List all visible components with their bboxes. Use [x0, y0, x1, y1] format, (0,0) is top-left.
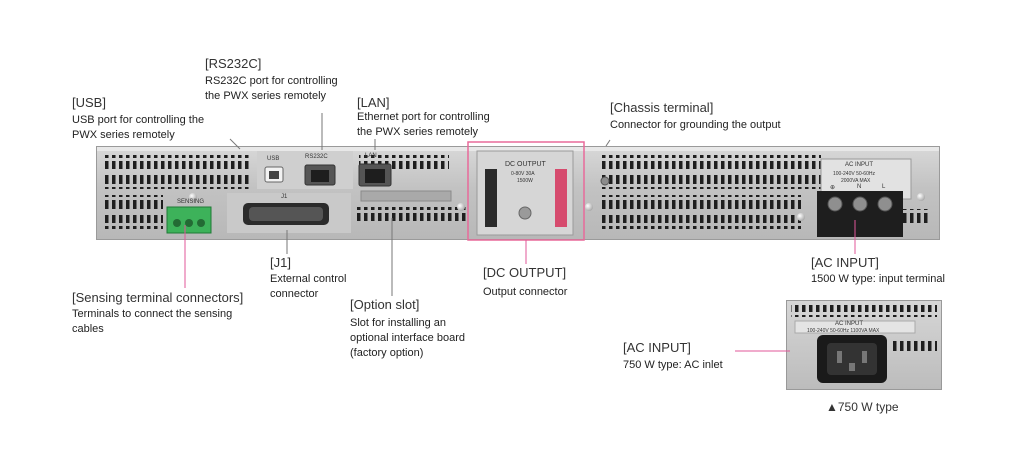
vent-slots — [599, 215, 801, 229]
vent-slots — [357, 207, 469, 221]
mounting-screw — [189, 193, 197, 201]
j1-desc: External control connector — [270, 273, 347, 300]
ac-terminal-screw — [827, 196, 843, 212]
ac-terminal-label-ground: ⊕ — [830, 185, 836, 191]
rs232c-desc: RS232C port for controlling the PWX seri… — [205, 75, 338, 102]
sensing-title: [Sensing terminal connectors] — [72, 290, 244, 305]
inlet-label-plate — [794, 320, 916, 334]
chassis-terminal-title: [Chassis terminal] — [610, 100, 714, 115]
sensing-screw — [185, 219, 193, 227]
dc-output-rating: 0-80V 30A — [511, 171, 535, 177]
j1-connector-label: J1 — [281, 194, 288, 200]
ac-input-1500-title: [AC INPUT] — [811, 255, 879, 270]
iec-pin — [862, 351, 867, 363]
ac-input-750-title: [AC INPUT] — [623, 340, 691, 355]
chassis-terminal-leader — [605, 139, 611, 147]
figure-caption: ▲750 W type — [826, 400, 899, 414]
dc-output-type: 1500W — [517, 178, 533, 184]
ac-input-panel-label: AC INPUT — [845, 162, 874, 168]
vent-slots — [599, 195, 801, 209]
usb-port-label: USB — [267, 156, 280, 162]
lan-title: [LAN] — [357, 95, 390, 110]
dc-output-panel-label: DC OUTPUT — [505, 161, 546, 168]
lan-port-label: LAN — [365, 153, 377, 159]
vent-slots — [103, 215, 163, 229]
vent-slots — [893, 341, 937, 353]
ac-inlet-graphic — [791, 305, 937, 383]
ac-terminal-label-l: L — [882, 184, 886, 190]
lan-port-socket — [365, 169, 385, 183]
dc-output-desc: Output connector — [483, 286, 568, 298]
rs232c-port-label: RS232C — [305, 154, 328, 160]
vent-slots — [103, 155, 251, 169]
ac-terminal-screw — [877, 196, 893, 212]
option-slot — [360, 190, 452, 202]
inlet-rating: 100-240V 50-60Hz 1100VA MAX — [807, 328, 880, 334]
usb-leader — [229, 138, 241, 150]
vent-slots — [103, 195, 163, 209]
iec-pin — [837, 351, 842, 363]
inlet-label: AC INPUT — [835, 321, 864, 327]
usb-title: [USB] — [72, 95, 106, 110]
rs232c-title: [RS232C] — [205, 56, 262, 71]
chassis-terminal-desc: Connector for grounding the output — [610, 119, 781, 131]
mounting-screw — [917, 193, 925, 201]
usb-desc: USB port for controlling the PWX series … — [72, 114, 205, 141]
option-slot-title: [Option slot] — [350, 297, 420, 312]
option-slot-desc: Slot for installing an optional interfac… — [350, 317, 465, 359]
panel-edge — [97, 147, 939, 151]
lan-desc: Ethernet port for controlling the PWX se… — [357, 111, 490, 138]
chassis-terminal-screw — [600, 176, 610, 186]
ac-input-1500-desc: 1500 W type: input terminal — [811, 273, 945, 285]
dc-output-title: [DC OUTPUT] — [483, 265, 567, 280]
mounting-screw — [457, 203, 465, 211]
vent-slots — [599, 155, 821, 169]
dc-output-positive-terminal — [555, 169, 567, 227]
iec-pin — [849, 363, 855, 371]
sensing-screw — [197, 219, 205, 227]
dc-output-highlight — [467, 141, 585, 241]
usb-port-socket — [269, 171, 279, 179]
vent-slots — [791, 305, 937, 317]
mounting-screw — [797, 213, 805, 221]
ac-input-power: 2000VA MAX — [841, 178, 871, 184]
j1-connector-pins — [249, 207, 323, 221]
j1-title: [J1] — [270, 255, 291, 270]
ac-terminal-label-n: N — [857, 184, 862, 190]
dc-output-ground-screw — [518, 206, 532, 220]
mounting-screw — [585, 203, 593, 211]
sensing-label: SENSING — [177, 199, 205, 205]
rs232c-port-socket — [311, 170, 329, 182]
sensing-desc: Terminals to connect the sensing cables — [72, 308, 233, 335]
ac-terminal-screw — [852, 196, 868, 212]
sensing-screw — [173, 219, 181, 227]
vent-slots — [599, 175, 821, 189]
vent-slots — [103, 175, 251, 189]
ac-input-750-desc: 750 W type: AC inlet — [623, 359, 723, 371]
ac-input-rating: 100-240V 50-60Hz — [833, 171, 875, 177]
ac-inlet-photo: AC INPUT 100-240V 50-60Hz 1100VA MAX — [786, 300, 942, 390]
dc-output-negative-terminal — [485, 169, 497, 227]
rear-panel-graphic — [97, 147, 939, 237]
